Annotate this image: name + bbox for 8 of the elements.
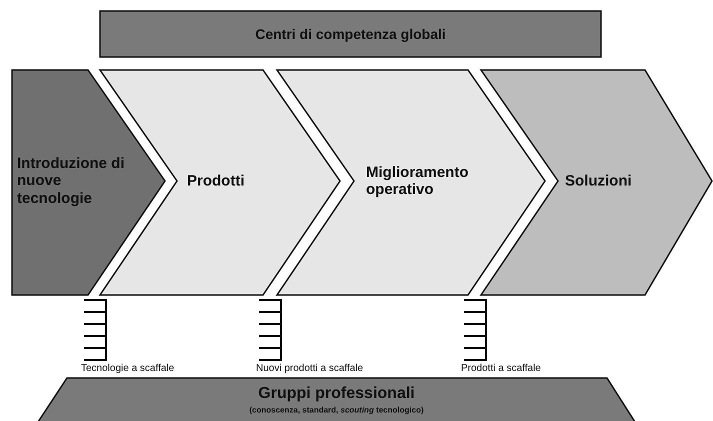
shelf-label: Prodotti a scaffale xyxy=(461,363,541,374)
node-label: Prodotti xyxy=(187,172,246,190)
node-label: Gruppi professionali xyxy=(257,384,416,404)
node-label: Miglioramento operativo xyxy=(366,164,470,198)
node-label: Introduzione di nuove tecnologie xyxy=(17,155,126,207)
node-subtitle: (conoscenza, standard, scouting tecnologico) xyxy=(248,405,425,415)
node-label: Soluzioni xyxy=(565,172,633,190)
node-label: Centri di competenza globali xyxy=(254,26,447,42)
